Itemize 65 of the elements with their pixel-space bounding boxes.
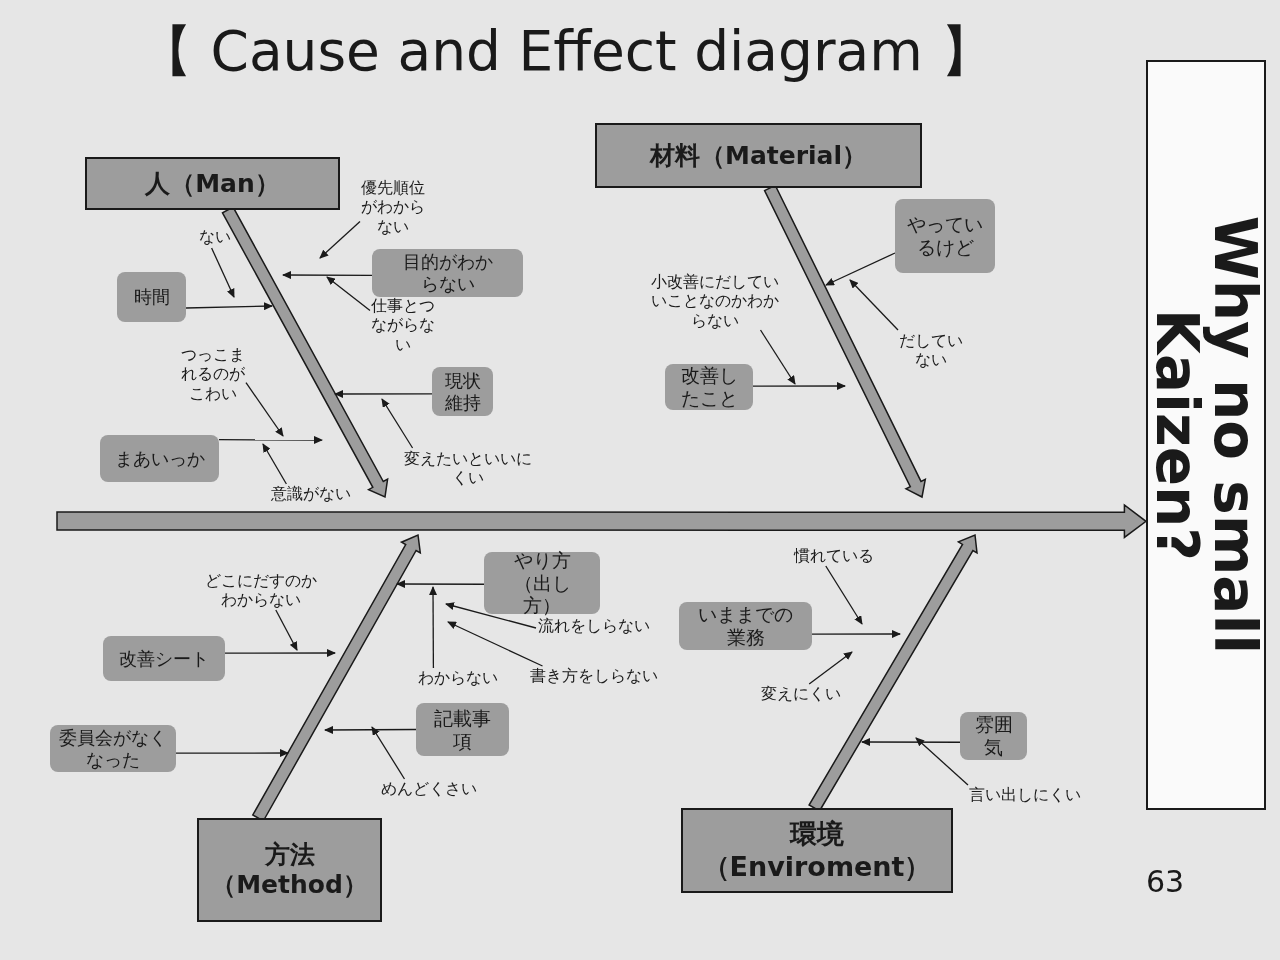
- arrow: [445, 602, 537, 629]
- cause-box: まあいっか: [100, 435, 219, 482]
- arrow: [224, 649, 336, 657]
- arrow: [245, 382, 284, 437]
- arrow: [808, 651, 853, 685]
- cause-text: どこにだすのかわからない: [204, 570, 318, 610]
- cause-box: 委員会がなくなった: [50, 725, 176, 772]
- arrow: [282, 271, 373, 280]
- arrow: [175, 749, 289, 757]
- arrow: [752, 382, 846, 390]
- cause-text: 流れをしらない: [536, 616, 652, 636]
- cause-text: 仕事とつながらない: [370, 296, 436, 354]
- cause-text: 書き方をしらない: [528, 666, 660, 686]
- category-box: 材料（Material）: [595, 123, 922, 188]
- cause-text: 慣れている: [793, 546, 875, 566]
- arrow: [319, 220, 361, 259]
- cause-text: わからない: [417, 668, 499, 688]
- cause-text: 変えたいといいにくい: [402, 448, 534, 488]
- arrow: [381, 398, 414, 449]
- cause-box: 改善シート: [103, 636, 225, 681]
- arrow: [371, 726, 406, 780]
- cause-box: いままでの業務: [679, 602, 812, 650]
- cause-text: 優先順位がわからない: [360, 178, 426, 236]
- arrow: [759, 329, 796, 385]
- cause-box: 雰囲気: [960, 712, 1027, 760]
- arrow: [811, 630, 901, 638]
- cause-box: 時間: [117, 272, 186, 322]
- cause-box: 現状維持: [432, 367, 493, 416]
- arrow: [185, 302, 273, 311]
- cause-box: 目的がわからない: [372, 249, 523, 297]
- cause-text: 変えにくい: [760, 684, 842, 704]
- arrow: [849, 279, 899, 331]
- arrow: [210, 247, 235, 298]
- effect-text: Why no small Kaizen?: [1148, 214, 1264, 657]
- cause-text: 意識がない: [270, 484, 352, 504]
- cause-box: やっているけど: [895, 199, 995, 273]
- cause-box: やり方（出し方）: [484, 552, 600, 614]
- cause-text: つっこまれるのがこわい: [180, 345, 246, 403]
- arrow: [275, 609, 298, 651]
- arrow: [447, 621, 544, 667]
- category-box: 人（Man）: [85, 157, 340, 210]
- cause-text: めんどくさい: [380, 779, 478, 799]
- arrow: [825, 252, 896, 286]
- category-box: 環境（Enviroment）: [681, 808, 953, 893]
- arrow: [326, 276, 371, 312]
- cause-text: ない: [198, 226, 232, 248]
- arrow: [262, 443, 288, 485]
- arrow: [396, 580, 485, 588]
- effect-box: [1146, 60, 1266, 810]
- arrow: [218, 436, 323, 444]
- cause-text: 言い出しにくい: [968, 785, 1082, 805]
- cause-box: 改善したこと: [665, 364, 753, 410]
- spine-arrow: [56, 503, 1148, 539]
- arrow: [915, 737, 969, 786]
- arrow: [861, 738, 961, 746]
- title: 【 Cause and Effect diagram 】: [138, 18, 996, 84]
- cause-text: だしていない: [898, 330, 964, 370]
- cause-text: 小改善にだしていいことなのかわからない: [650, 272, 780, 330]
- arrow: [429, 586, 438, 669]
- category-box: 方法（Method）: [197, 818, 382, 922]
- arrow: [825, 565, 863, 625]
- cause-box: 記載事項: [416, 703, 509, 756]
- page-number: 63: [1146, 864, 1185, 899]
- arrow: [324, 725, 417, 734]
- arrow: [334, 390, 433, 398]
